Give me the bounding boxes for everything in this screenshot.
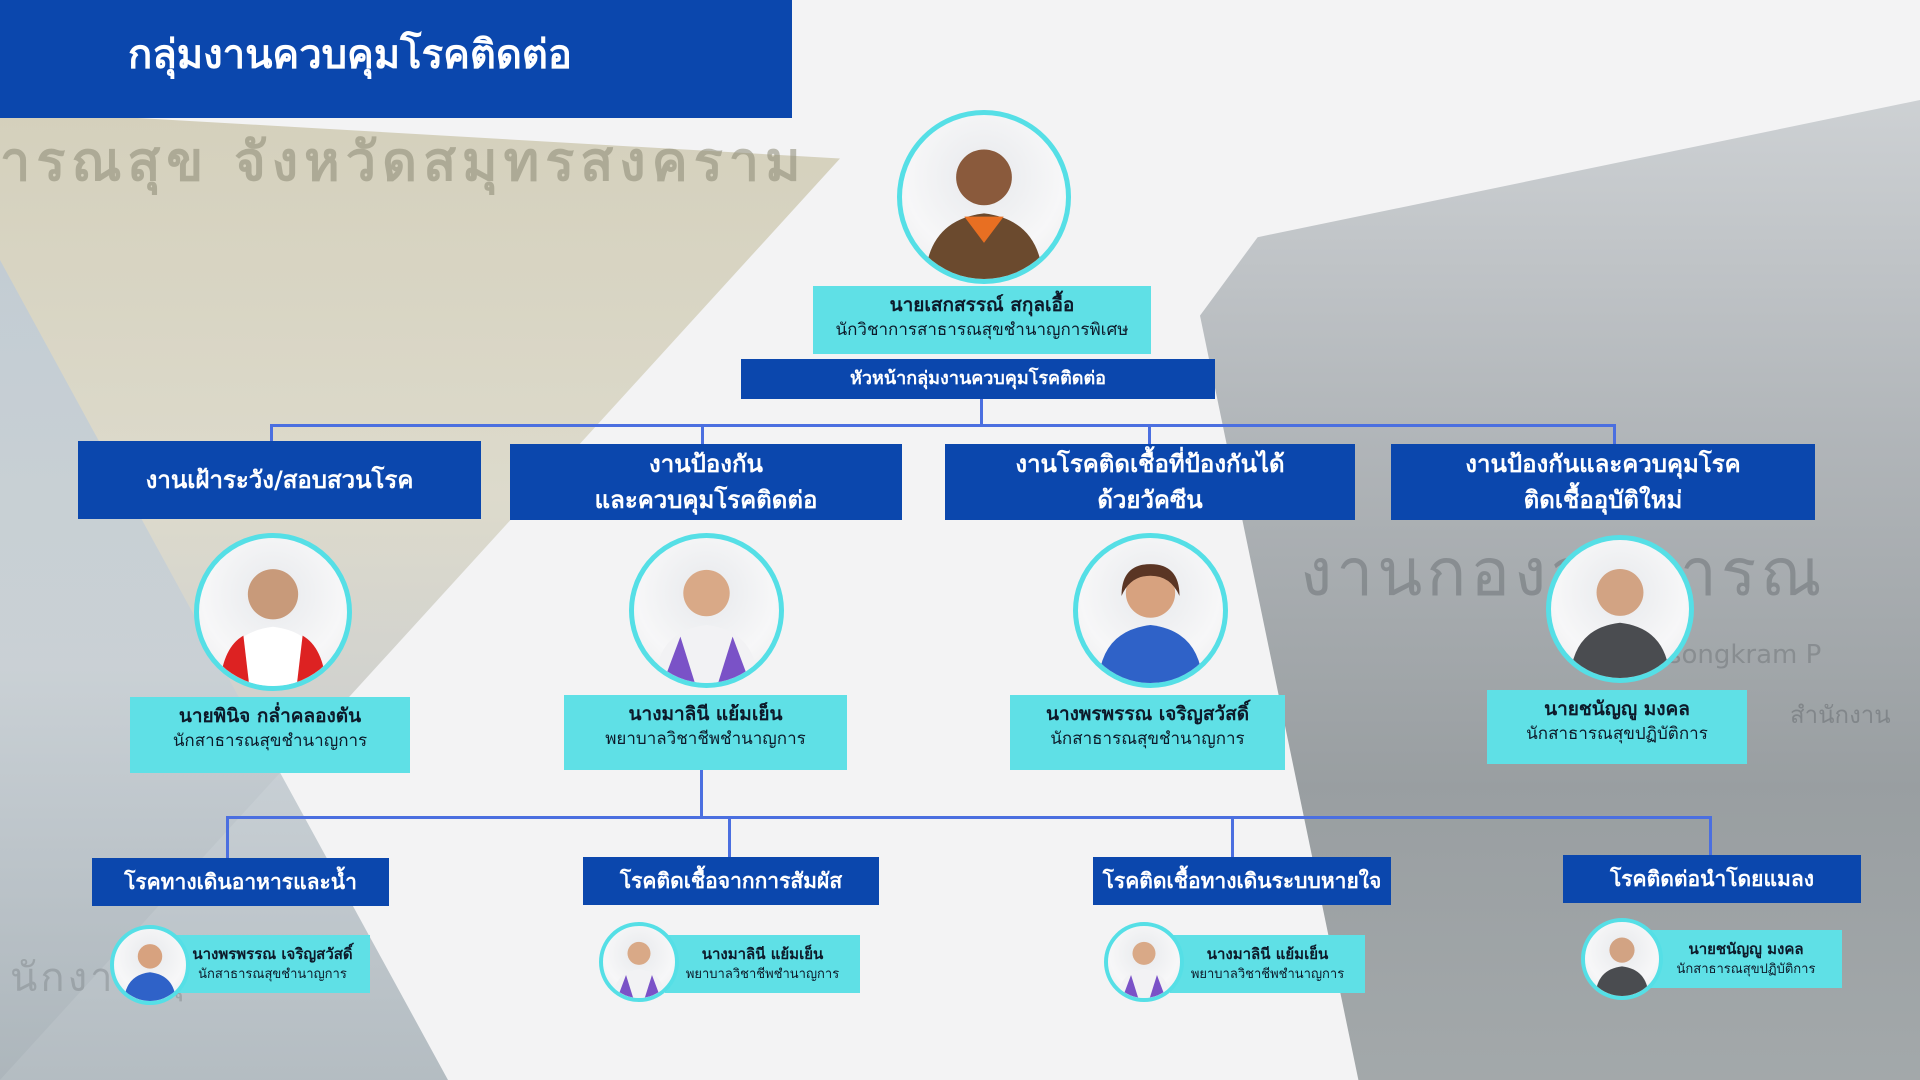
person-portrait-icon [1118, 941, 1170, 998]
subgroup-contact-infections: โรคติดเชื้อจากการสัมผัส [583, 857, 879, 905]
section-vaccine-preventable: งานโรคติดเชื้อที่ป้องกันได้ด้วยวัคซีน [945, 444, 1355, 520]
section-2-line1: งานป้องกัน [649, 450, 763, 478]
connector-sub-drop-1 [226, 816, 229, 858]
section-3-photo [1073, 533, 1228, 688]
page-title: กลุ่มงานควบคุมโรคติดต่อ [128, 32, 572, 78]
subgroup-2-role: พยาบาลวิชาชีพชำนาญการ [685, 967, 840, 982]
head-name: นายเสกสรรณ์ สกุลเอื้อ [889, 294, 1075, 316]
subgroup-1-role: นักสาธารณสุขชำนาญการ [198, 967, 347, 982]
background-sign-text-left: ารณสุข จังหวัดสมุทรสงคราม [0, 130, 807, 193]
connector-drop-4 [1613, 424, 1616, 446]
subgroup-1-name: นางพรพรรณ เจริญสวัสดิ์ [192, 945, 353, 963]
head-photo [897, 110, 1071, 284]
section-1-photo [194, 533, 352, 691]
head-position-banner: หัวหน้ากลุ่มงานควบคุมโรคติดต่อ [741, 359, 1215, 399]
connector-sub-drop-3 [1231, 816, 1234, 858]
section-3-line2: ด้วยวัคซีน [1097, 486, 1203, 514]
person-portrait-icon [219, 569, 327, 686]
section-prevention-control: งานป้องกันและควบคุมโรคติดต่อ [510, 444, 902, 520]
section-emerging-diseases: งานป้องกันและควบคุมโรคติดเชื้ออุบัติใหม่ [1391, 444, 1815, 520]
background-sign-text-right-th: สำนักงาน [1790, 701, 1891, 729]
subgroup-4-name-box: นายชนัญญู มงคล นักสาธารณสุขปฏิบัติการ [1650, 930, 1842, 988]
section-4-role: นักสาธารณสุขปฏิบัติการ [1526, 724, 1708, 744]
subgroup-2-photo [599, 922, 679, 1002]
person-portrait-icon [654, 569, 759, 683]
title-bar: กลุ่มงานควบคุมโรคติดต่อ [0, 0, 792, 118]
connector-sub-drop-4 [1709, 816, 1712, 856]
section-2-name: นางมาลินี แย้มเย็น [628, 703, 783, 725]
person-portrait-icon [924, 149, 1044, 279]
subgroup-3-name-box: นางมาลินี แย้มเย็น พยาบาลวิชาชีพชำนาญการ [1170, 935, 1365, 993]
connector-drop-1 [270, 424, 273, 446]
subgroup-3-photo [1104, 922, 1184, 1002]
head-name-box: นายเสกสรรณ์ สกุลเอื้อ นักวิชาการสาธารณสุ… [813, 286, 1151, 354]
subgroup-4-photo [1581, 918, 1663, 1000]
person-portrait-icon [613, 941, 665, 998]
section-3-role: นักสาธารณสุขชำนาญการ [1050, 729, 1245, 749]
subgroup-respiratory-infections: โรคติดเชื้อทางเดินระบบหายใจ [1093, 857, 1391, 905]
section-surveillance: งานเฝ้าระวัง/สอบสวนโรค [78, 441, 481, 519]
connector-mid-vertical [700, 768, 703, 818]
subgroup-1-name-box: นางพรพรรณ เจริญสวัสดิ์ นักสาธารณสุขชำนาญ… [175, 935, 370, 993]
subgroup-1-photo [110, 925, 190, 1005]
section-1-name: นายพินิจ กล่ำคลองตัน [178, 705, 362, 727]
section-4-photo [1546, 535, 1694, 683]
section-1-name-box: นายพินิจ กล่ำคลองตัน นักสาธารณสุขชำนาญกา… [130, 697, 410, 773]
subgroup-2-name: นางมาลินี แย้มเย็น [701, 945, 824, 963]
subgroup-3-role: พยาบาลวิชาชีพชำนาญการ [1190, 967, 1345, 982]
connector-drop-3 [1148, 424, 1151, 446]
head-role: นักวิชาการสาธารณสุขชำนาญการพิเศษ [835, 320, 1129, 340]
section-2-role: พยาบาลวิชาชีพชำนาญการ [605, 729, 806, 749]
section-4-line1: งานป้องกันและควบคุมโรค [1465, 450, 1741, 478]
section-4-name-box: นายชนัญญู มงคล นักสาธารณสุขปฏิบัติการ [1487, 690, 1747, 764]
person-portrait-icon [124, 944, 176, 1001]
person-portrait-icon [1570, 568, 1670, 678]
section-2-name-box: นางมาลินี แย้มเย็น พยาบาลวิชาชีพชำนาญการ [564, 695, 847, 770]
subgroup-4-role: นักสาธารณสุขปฏิบัติการ [1676, 962, 1816, 977]
subgroup-foodborne-waterborne: โรคทางเดินอาหารและน้ำ [92, 858, 389, 906]
section-3-line1: งานโรคติดเชื้อที่ป้องกันได้ [1015, 450, 1285, 478]
section-2-photo [629, 533, 784, 688]
section-1-role: นักสาธารณสุขชำนาญการ [172, 731, 368, 751]
section-3-name: นางพรพรรณ เจริญสวัสดิ์ [1045, 703, 1250, 725]
connector-drop-2 [701, 424, 704, 446]
subgroup-vector-borne: โรคติดต่อนำโดยแมลง [1563, 855, 1861, 903]
subgroup-4-name: นายชนัญญู มงคล [1688, 940, 1804, 958]
section-1-line1: งานเฝ้าระวัง/สอบสวนโรค [145, 466, 414, 494]
section-3-name-box: นางพรพรรณ เจริญสวัสดิ์ นักสาธารณสุขชำนาญ… [1010, 695, 1285, 770]
section-4-name: นายชนัญญู มงคล [1544, 698, 1690, 720]
person-portrait-icon [1595, 937, 1649, 996]
subgroup-3-name: นางมาลินี แย้มเย็น [1206, 945, 1329, 963]
person-portrait-icon [1098, 564, 1203, 683]
connector-sub-drop-2 [728, 816, 731, 858]
connector-top-horizontal [270, 424, 1616, 427]
section-4-line2: ติดเชื้ออุบัติใหม่ [1523, 486, 1683, 514]
connector-bottom-horizontal [226, 816, 1712, 819]
connector-head-vertical [980, 399, 983, 425]
section-2-line2: และควบคุมโรคติดต่อ [594, 486, 818, 514]
subgroup-2-name-box: นางมาลินี แย้มเย็น พยาบาลวิชาชีพชำนาญการ [665, 935, 860, 993]
